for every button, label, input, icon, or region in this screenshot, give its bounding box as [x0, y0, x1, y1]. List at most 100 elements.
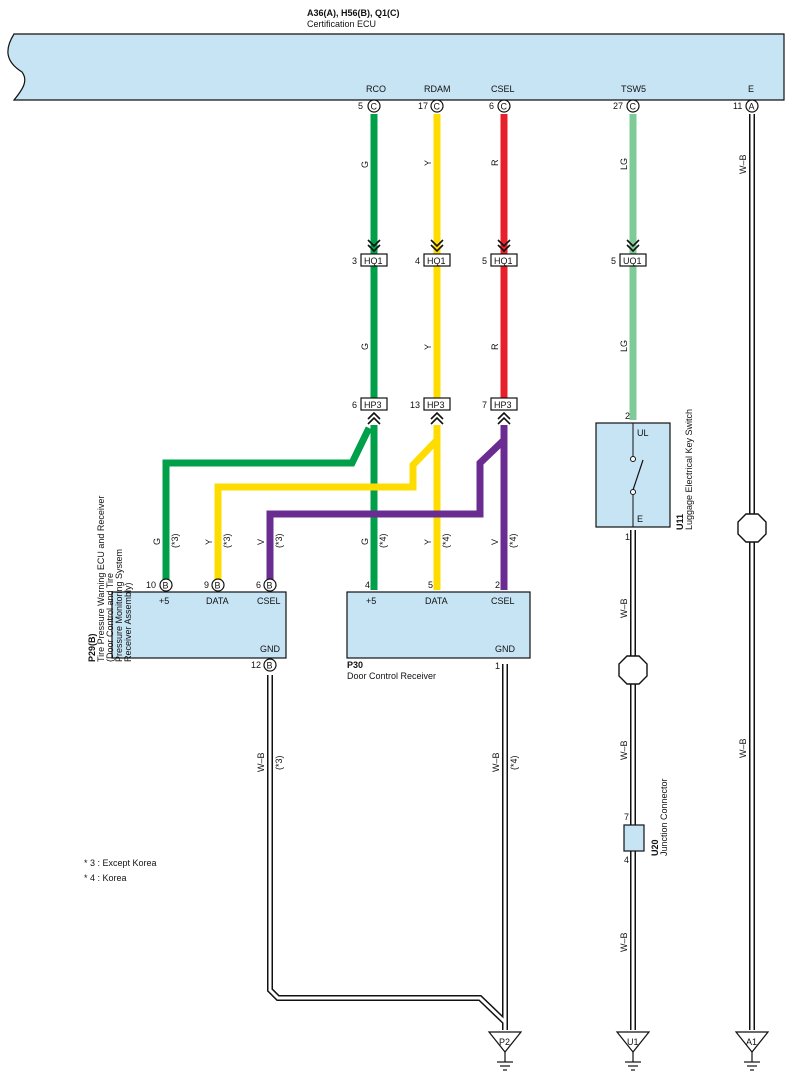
p30-name: Door Control Receiver	[347, 671, 436, 681]
p29-receiver: B 10 +5 B 9 DATA B 6 CSEL GND B 12 P29(B…	[87, 496, 287, 672]
p30-pin-5-num: 5	[428, 580, 433, 590]
svg-text:5: 5	[482, 256, 487, 266]
svg-text:DATA: DATA	[206, 596, 229, 606]
svg-text:B: B	[267, 661, 273, 671]
connector-uq1-5: UQ1 5	[611, 253, 647, 267]
svg-text:U1: U1	[627, 1037, 639, 1047]
wire-label-wb-p30: W–B	[491, 752, 501, 772]
wire-label-v-p30: V	[490, 539, 500, 545]
svg-text:3: 3	[352, 256, 357, 266]
wire-label-wb-u11: W–B	[619, 598, 629, 618]
pin-connector-e: A	[745, 99, 759, 113]
svg-text:7: 7	[482, 400, 487, 410]
switch-name: Luggage Electrical Key Switch	[684, 409, 694, 530]
pin-num-rco: 5	[358, 101, 363, 111]
wire-label-y-p29: Y	[204, 539, 214, 545]
ground-p2: P2	[487, 1031, 523, 1071]
connector-hp3-6: HP3 6	[352, 397, 388, 411]
p29-name-2: (Door Control and Tire	[105, 573, 115, 662]
pin-name-tsw5: TSW5	[621, 84, 646, 94]
svg-text:13: 13	[410, 400, 420, 410]
wire-label-v-p29: V	[256, 539, 266, 545]
wire-csel-violet	[266, 425, 508, 590]
wire-label-y-2: Y	[423, 344, 433, 350]
svg-text:C: C	[501, 102, 508, 112]
svg-text:10: 10	[146, 580, 156, 590]
svg-text:A: A	[749, 102, 755, 112]
legend: * 3 : Except Korea * 4 : Korea	[84, 858, 157, 883]
wires	[162, 114, 637, 590]
wire-label-lg-1: LG	[619, 158, 629, 170]
p30-pin-4-label: +5	[366, 596, 376, 606]
pin-num-e: 11	[733, 101, 742, 111]
ecu-body	[7, 33, 785, 101]
ecu-name: Certification ECU	[307, 19, 376, 29]
p30-receiver: 4 +5 5 DATA 2 CSEL GND 1 P30 Door Contro…	[346, 580, 531, 681]
svg-text:HP3: HP3	[427, 400, 445, 410]
p29-pin-10: B 10 +5	[146, 578, 173, 606]
wire-note-wb-p30: (*4)	[509, 755, 519, 770]
wire-label-r-1: R	[490, 159, 500, 166]
p29-pin-6: B 6 CSEL	[256, 578, 281, 606]
p29-name-4: Receiver Assembly)	[123, 582, 133, 662]
wire-label-wb-u11-2: W–B	[619, 740, 629, 760]
wire-note-v-p30: (*4)	[508, 533, 518, 548]
wire-label-g-1: G	[360, 161, 370, 168]
svg-text:HQ1: HQ1	[494, 256, 513, 266]
wire-label-y-1: Y	[423, 160, 433, 166]
wire-note-y-p29: (*3)	[222, 533, 232, 548]
p29-body	[111, 591, 287, 659]
switch-code: U11	[675, 514, 685, 530]
pin-num-csel: 6	[489, 101, 494, 111]
svg-text:5: 5	[611, 256, 616, 266]
switch-pin-bottom: 1	[625, 532, 630, 542]
wire-rdam-yellow	[214, 114, 441, 590]
u20-code: U20	[650, 839, 660, 856]
p30-pin-5-label: DATA	[425, 596, 448, 606]
svg-text:6: 6	[352, 400, 357, 410]
wire-label-r-2: R	[490, 343, 500, 350]
legend-note-4: * 4 : Korea	[84, 873, 127, 883]
p30-gnd-label: GND	[495, 644, 516, 654]
u20-pin-top: 7	[624, 812, 629, 822]
switch-pin-bottom-label: E	[637, 514, 643, 524]
svg-text:HQ1: HQ1	[364, 256, 383, 266]
svg-text:CSEL: CSEL	[257, 596, 281, 606]
svg-text:+5: +5	[159, 596, 169, 606]
svg-text:B: B	[163, 581, 169, 591]
u20-name: Junction Connector	[659, 778, 669, 856]
connector-hp3-7: HP3 7	[482, 397, 518, 411]
wire-label-wb-e-1: W–B	[738, 154, 748, 174]
p29-name-3: Pressure Monitoring System	[114, 549, 124, 662]
connector-hq1-4: HQ1 4	[415, 253, 451, 267]
pin-name-rco: RCO	[366, 84, 386, 94]
svg-text:C: C	[630, 102, 637, 112]
p29-name-1: Tire Pressure Warning ECU and Receiver	[96, 496, 106, 662]
pin-num-tsw5: 27	[613, 101, 623, 111]
wire-label-wb-p29: W–B	[256, 752, 266, 772]
p30-pin-4-num: 4	[365, 580, 370, 590]
svg-text:B: B	[267, 581, 273, 591]
svg-text:HP3: HP3	[364, 400, 382, 410]
p29-code: P29(B)	[87, 633, 97, 662]
luggage-key-switch: 2 UL E 1 U11 Luggage Electrical Key Swit…	[595, 409, 694, 542]
pin-connector-rdam: C	[430, 99, 444, 113]
svg-text:C: C	[371, 102, 378, 112]
wire-note-g-p30: (*4)	[378, 533, 388, 548]
p29-gnd-pin: GND B 12	[251, 644, 281, 672]
inline-connectors: HQ1 3 HQ1 4 HQ1 5 UQ1 5 HP3 6 HP3 13	[352, 239, 647, 425]
wire-label-g-p29: G	[152, 538, 162, 545]
svg-text:B: B	[215, 581, 221, 591]
wire-label-wb-e-2: W–B	[738, 738, 748, 758]
chevrons-hq1	[367, 239, 640, 253]
svg-text:A1: A1	[746, 1037, 757, 1047]
ecu-code: A36(A), H56(B), Q1(C)	[307, 8, 400, 18]
pin-name-csel: CSEL	[491, 84, 515, 94]
svg-text:P2: P2	[499, 1037, 510, 1047]
connector-hq1-3: HQ1 3	[352, 253, 388, 267]
pin-connector-tsw5: C	[626, 99, 640, 113]
p30-gnd-num: 1	[495, 661, 500, 671]
svg-text:GND: GND	[260, 644, 281, 654]
svg-text:HQ1: HQ1	[427, 256, 446, 266]
legend-note-3: * 3 : Except Korea	[84, 858, 157, 868]
